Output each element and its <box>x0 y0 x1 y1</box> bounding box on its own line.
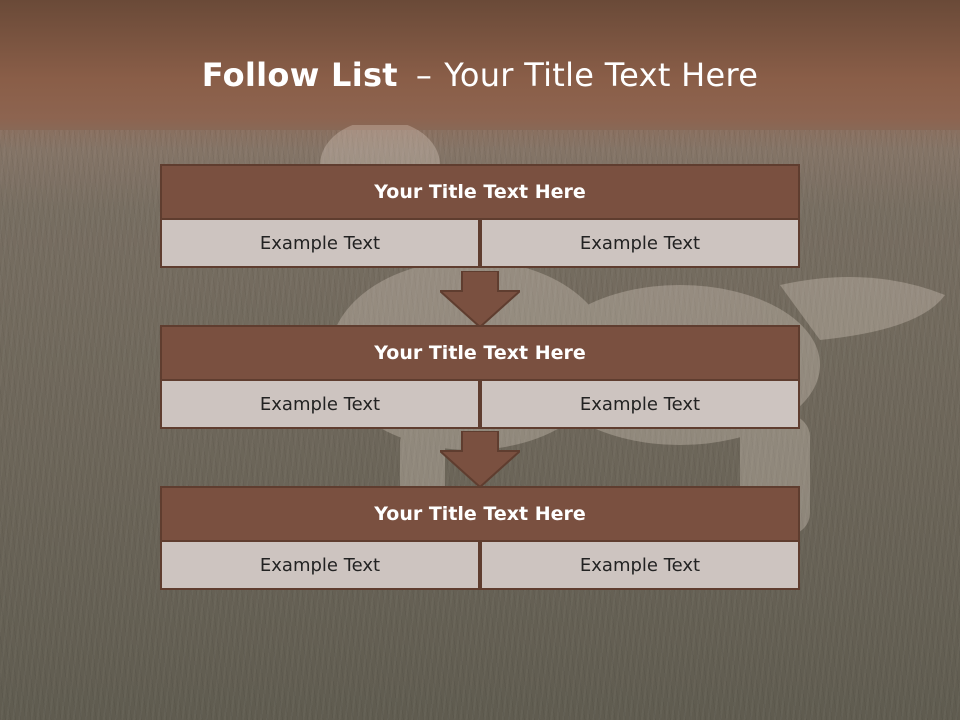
block-heading: Your Title Text Here <box>160 164 800 220</box>
list-block-1: Your Title Text Here Example Text Exampl… <box>160 164 800 268</box>
block-cell-right: Example Text <box>480 542 800 590</box>
title-dash: – <box>415 56 433 94</box>
block-heading: Your Title Text Here <box>160 325 800 381</box>
title-bold-text: Follow List <box>201 56 398 94</box>
block-row: Example Text Example Text <box>160 381 800 429</box>
block-cell-left: Example Text <box>160 542 480 590</box>
list-block-3: Your Title Text Here Example Text Exampl… <box>160 486 800 590</box>
down-arrow-icon <box>440 271 520 329</box>
block-row: Example Text Example Text <box>160 542 800 590</box>
list-block-2: Your Title Text Here Example Text Exampl… <box>160 325 800 429</box>
block-heading: Your Title Text Here <box>160 486 800 542</box>
block-cell-left: Example Text <box>160 381 480 429</box>
block-cell-right: Example Text <box>480 381 800 429</box>
slide-title: Follow List–Your Title Text Here <box>0 56 960 94</box>
down-arrow-icon <box>440 431 520 489</box>
block-cell-left: Example Text <box>160 220 480 268</box>
block-cell-right: Example Text <box>480 220 800 268</box>
block-row: Example Text Example Text <box>160 220 800 268</box>
title-rest-text: Your Title Text Here <box>444 56 759 94</box>
